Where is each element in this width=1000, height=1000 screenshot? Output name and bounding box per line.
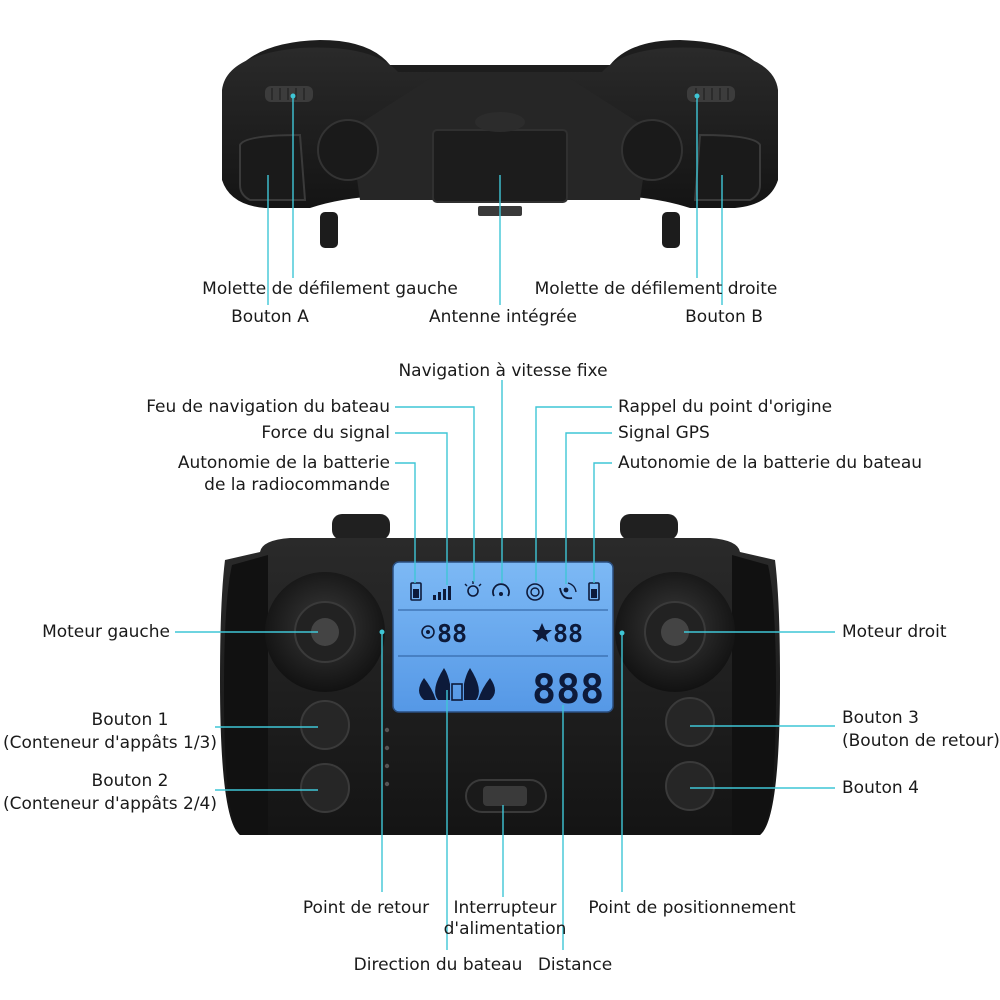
label-button-b: Bouton B [685,307,763,327]
label-return-point: Point de retour [302,898,430,918]
lcd-big-value: 888 [532,667,604,713]
label-button2-1: Bouton 2 [91,771,169,791]
gps-icon [559,582,577,600]
label-button4: Bouton 4 [842,778,919,798]
label-power-switch-1: Interrupteur [453,898,557,918]
label-signal-strength: Force du signal [261,423,390,443]
label-distance: Distance [537,955,613,975]
label-power-switch-2: d'alimentation [443,919,567,939]
fixed-speed-icon [492,583,510,597]
label-button3-2: (Bouton de retour) [842,731,1000,751]
label-remote-battery-1: Autonomie de la batterie [177,453,390,473]
label-boat-direction: Direction du bateau [353,955,523,975]
top-callout-lines [267,93,723,305]
crosshair-icon [421,625,435,639]
label-antenna: Antenne intégrée [429,307,577,327]
lcd-right-value: 88 [553,619,583,648]
label-boat-nav-light: Feu de navigation du bateau [146,397,390,417]
label-button1-1: Bouton 1 [91,710,169,730]
star-icon [532,623,552,642]
label-button2-2: (Conteneur d'appâts 2/4) [2,794,218,814]
label-button-a: Bouton A [231,307,309,327]
label-gps-signal: Signal GPS [618,423,710,443]
lcd-left-value: 88 [437,619,467,648]
lcd-screen: 88 88 888 [392,561,614,713]
label-right-scroll-wheel: Molette de défilement droite [534,279,778,299]
front-callout-lines [175,380,835,950]
nav-light-icon [464,581,482,597]
label-fixed-speed-nav: Navigation à vitesse fixe [398,361,608,381]
return-home-icon [526,583,544,601]
top-view-controller [222,40,778,248]
label-button1-2: (Conteneur d'appâts 1/3) [2,733,218,753]
label-remote-battery-2: de la radiocommande [204,475,390,495]
label-button3-1: Bouton 3 [842,708,919,728]
label-positioning-point: Point de positionnement [588,898,796,918]
label-boat-battery: Autonomie de la batterie du bateau [618,453,923,473]
boat-direction-icon [419,668,495,701]
label-right-motor: Moteur droit [842,622,947,642]
label-return-home: Rappel du point d'origine [618,397,833,417]
label-left-motor: Moteur gauche [42,622,170,642]
label-left-scroll-wheel: Molette de défilement gauche [202,279,458,299]
remote-battery-icon [410,582,422,601]
signal-bars-icon [433,586,451,600]
